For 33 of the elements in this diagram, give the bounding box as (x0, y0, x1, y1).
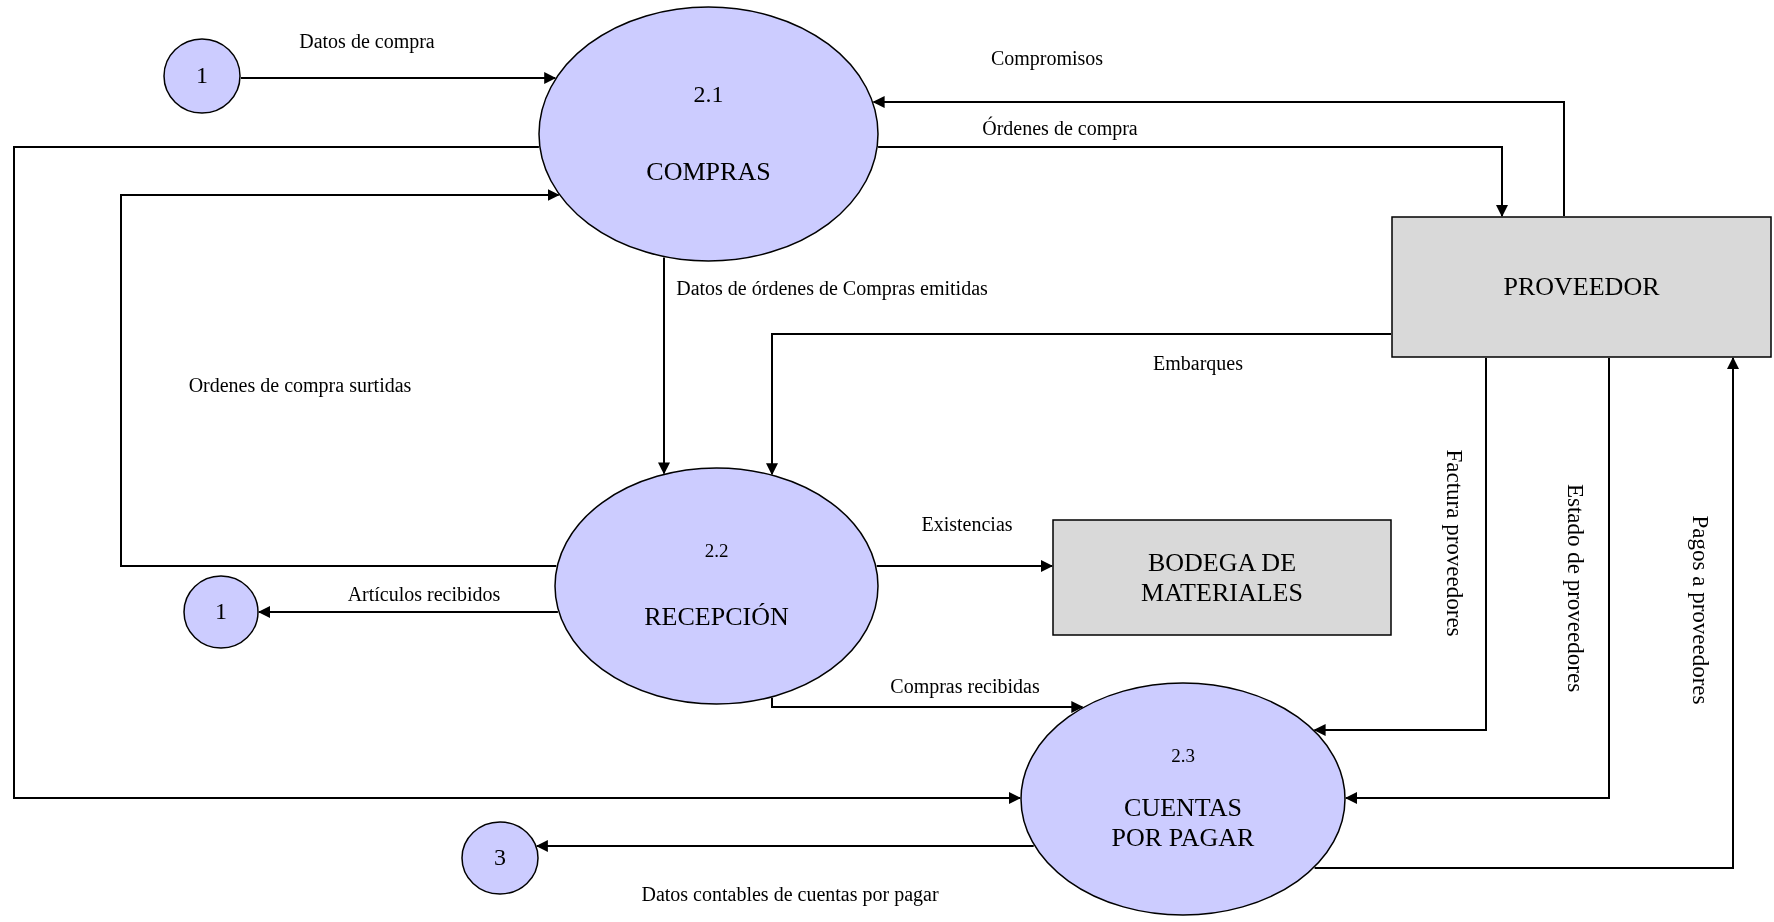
arrow (766, 333, 1392, 476)
arrow (872, 96, 1565, 217)
node-label: RECEPCIÓN (644, 601, 789, 632)
connector-circle (183, 575, 259, 649)
node-label: CUENTAS POR PAGAR (1110, 793, 1256, 853)
arrow (1313, 357, 1487, 736)
arrow (120, 189, 560, 567)
arrow (239, 72, 557, 84)
connector-circle (461, 821, 539, 895)
node-label: BODEGA DE MATERIALES (1140, 547, 1304, 608)
node-label: 1 (196, 62, 208, 90)
arrow (13, 146, 1021, 804)
entity-box (1052, 519, 1392, 636)
node-label: 1 (215, 598, 227, 626)
arrow (1313, 357, 1739, 869)
connector-circle (163, 38, 241, 114)
arrow (258, 606, 559, 618)
process-ellipse (554, 467, 879, 705)
arrow (1345, 357, 1610, 804)
arrow (875, 560, 1053, 572)
node-label: 3 (494, 844, 506, 872)
node-label: PROVEEDOR (1503, 272, 1660, 302)
arrow (771, 696, 1084, 713)
process-number: 2.2 (704, 540, 729, 562)
process-number: 2.3 (1171, 745, 1195, 768)
entity-box (1391, 216, 1772, 358)
edge-label: Órdenes de compra (980, 117, 1140, 139)
arrow (658, 256, 670, 475)
process-ellipse (538, 6, 879, 262)
arrow (877, 146, 1508, 217)
arrow (535, 840, 1035, 852)
node-label: COMPRAS (646, 156, 771, 187)
process-number: 2.1 (693, 81, 724, 109)
